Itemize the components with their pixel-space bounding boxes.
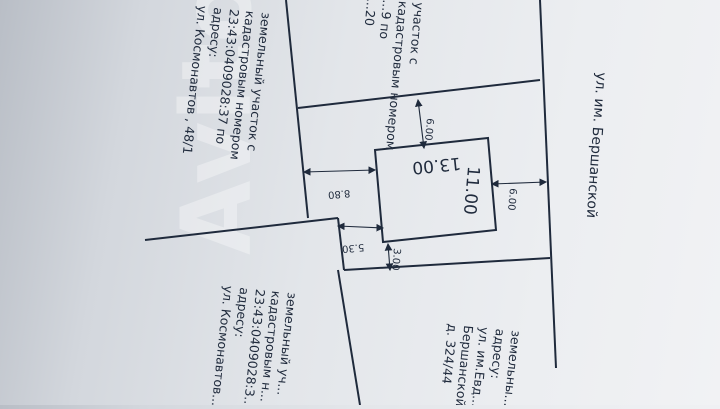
boundary-lines	[144, 0, 557, 406]
left-lower-line	[336, 222, 385, 232]
building-outline	[373, 136, 498, 244]
left-setback-line	[302, 166, 377, 176]
bottom-setback-line	[384, 242, 394, 272]
plot-bottom-left-text: земельный уч... кадастровым н... 23:43:0…	[209, 285, 300, 409]
front-setback-label: 6.00	[505, 188, 518, 211]
plot-bottom-left-line: ул. Космонавтов...	[209, 285, 237, 405]
street-label: ул. им. Бершанской	[583, 72, 609, 219]
plot-bottom-left-line: адресу:	[232, 287, 252, 339]
building-length: 13.00	[411, 152, 461, 177]
bottom-setback-label: 3.00	[389, 248, 402, 271]
plot-bottom-right-line: адресу:	[488, 328, 508, 380]
left-setback-label: 8.80	[328, 187, 351, 200]
left-lower-label: 5.30	[342, 241, 365, 254]
street-boundary	[539, 0, 557, 369]
plot-top-left-text: участок с кадастровым номером ...9 по ..…	[362, 0, 427, 151]
plot-center-left-line: адресу:	[206, 7, 226, 59]
plot-top-left-line: участок с	[407, 2, 427, 66]
plot-top-left-line: ...9 по	[377, 0, 395, 40]
rear-boundary	[285, 0, 309, 219]
plot-bottom-right-text: земельны... адресу: ул. им.Евд... Бершан…	[439, 323, 524, 409]
plot-bottom-right-line: д. 324/44	[439, 323, 460, 385]
building-width: 11.00	[459, 165, 483, 215]
plot-center-left-text: земельный участок с кадастровым номером …	[180, 5, 274, 161]
plot-top-left-line: ...20	[362, 0, 379, 27]
top-setback-label: 6.00	[422, 118, 435, 141]
front-setback-line	[490, 178, 548, 188]
middle-boundary	[144, 217, 339, 241]
south-boundary	[343, 257, 551, 271]
top-setback-line	[414, 98, 428, 150]
south-rear-boundary	[337, 269, 361, 406]
watermark: Avito	[161, 0, 273, 255]
north-boundary	[297, 79, 541, 109]
